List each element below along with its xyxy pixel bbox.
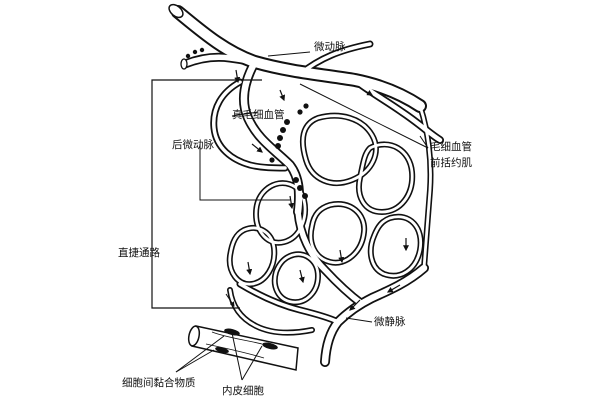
flow-arrow xyxy=(251,143,263,153)
flow-arrow xyxy=(338,249,345,264)
leader-lines xyxy=(175,51,429,381)
label-precapillary-sphincter-line1: 毛细血管 xyxy=(430,140,472,153)
capillary-segment-detail xyxy=(187,325,299,371)
flow-arrows xyxy=(234,69,409,311)
flow-arrow xyxy=(298,269,305,284)
arteriole-cut-end xyxy=(168,3,184,19)
label-thoroughfare-channel: 直捷通路 xyxy=(118,246,160,259)
label-metarteriole: 后微动脉 xyxy=(172,138,214,151)
thoroughfare-bracket-arrow xyxy=(225,293,235,307)
flow-arrow xyxy=(279,89,286,102)
flow-arrow xyxy=(386,284,401,293)
capillary-tube-end xyxy=(187,325,201,347)
precapillary-sphincter-marks xyxy=(185,47,309,199)
label-intercellular-cement: 细胞间黏合物质 xyxy=(122,376,196,389)
label-arteriole: 微动脉 xyxy=(314,40,346,53)
flow-arrow xyxy=(288,195,295,210)
flow-arrow xyxy=(349,299,361,311)
metarteriole xyxy=(239,57,304,217)
label-precapillary-sphincter-line2: 前括约肌 xyxy=(430,156,472,169)
side-branch-cut-end xyxy=(180,58,188,70)
thoroughfare-bracket xyxy=(151,79,262,309)
label-endothelial-cell: 内皮细胞 xyxy=(222,384,264,397)
label-true-capillary: 真毛细血管 xyxy=(232,108,285,121)
cell-junction-lines xyxy=(205,331,265,359)
label-venule: 微静脉 xyxy=(374,315,406,328)
flow-arrow xyxy=(246,261,253,276)
vessel-walls xyxy=(171,5,444,367)
labels: 微动脉 真毛细血管 后微动脉 毛细血管 前括约肌 直捷通路 微静脉 细胞间黏合物… xyxy=(118,40,472,397)
flow-arrow xyxy=(359,87,374,96)
vessel-network xyxy=(168,3,444,367)
